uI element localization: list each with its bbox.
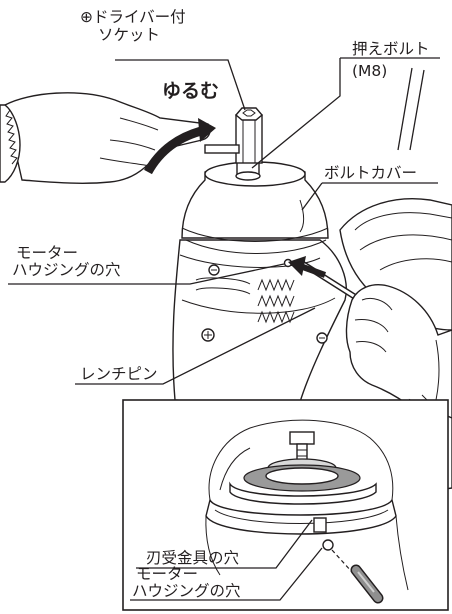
wrench-pin-label: レンチピン	[80, 365, 158, 383]
wrench-pin-icon	[350, 564, 384, 604]
bolt-label-line1: 押えボルト	[352, 40, 430, 58]
blade-hole-label: 刃受金具の穴	[146, 549, 240, 567]
inset-box	[122, 399, 449, 611]
socket-label-line1: ⊕ドライバー付	[80, 8, 186, 26]
socket-label-line2: ソケット	[98, 26, 161, 44]
curved-arrow-icon	[144, 118, 216, 175]
inset-motor-hole-label: モーター ハウジングの穴	[132, 566, 241, 600]
insert-arrow-icon	[288, 256, 327, 278]
leader-lines	[8, 57, 440, 385]
motor-hole-label: モーター ハウジングの穴	[12, 245, 121, 279]
bolt-cover-label: ボルトカバー	[324, 164, 418, 182]
socket-label: ⊕ドライバー付 ソケット	[80, 8, 186, 44]
socket	[235, 107, 263, 164]
motor-hole-label-line2: ハウジングの穴	[12, 261, 121, 279]
motor-hole-label-line1: モーター	[16, 244, 79, 262]
bolt-label: 押えボルト (M8)	[352, 40, 430, 80]
inset-motor-hole-label-line1: モーター	[136, 565, 199, 583]
left-hand	[0, 92, 240, 184]
inset-motor-hole-label-line2: ハウジングの穴	[132, 582, 241, 600]
loosen-label: ゆるむ	[162, 80, 220, 102]
bolt-label-line2: (M8)	[352, 62, 388, 80]
motor-housing	[172, 239, 347, 403]
